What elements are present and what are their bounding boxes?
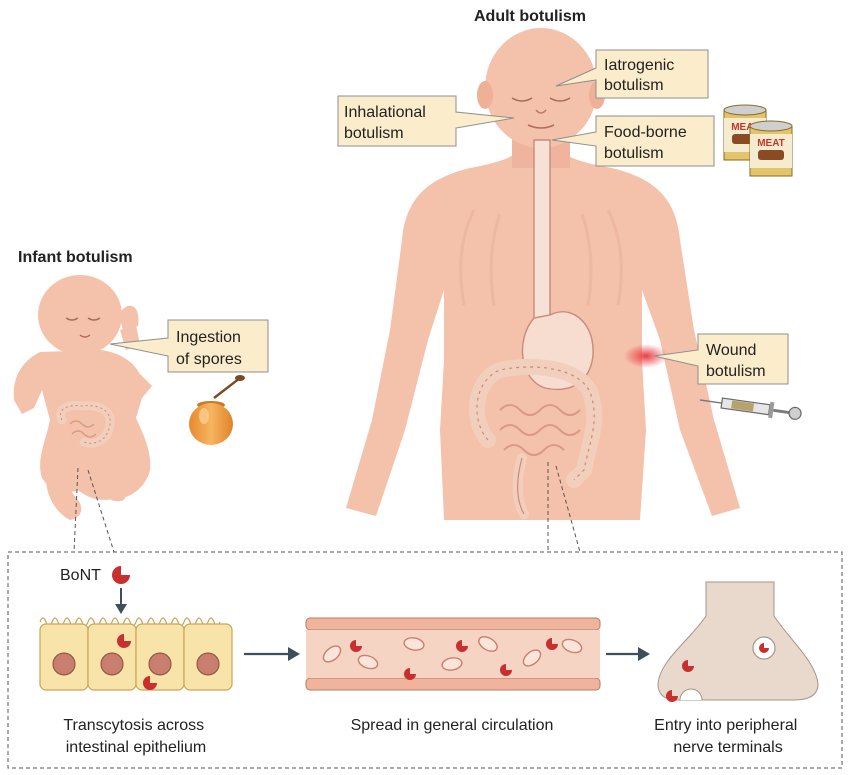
meat-can-icon: MEAT bbox=[749, 120, 793, 177]
callout-wound-line1: Wound bbox=[706, 342, 756, 359]
toxin-icon bbox=[759, 643, 769, 653]
arrow-down-icon bbox=[115, 588, 127, 614]
step-transcytosis-line2: intestinal epithelium bbox=[66, 739, 207, 756]
infant-small-intestine bbox=[69, 420, 97, 438]
callout-food-borne-line1: Food-borne bbox=[604, 124, 687, 141]
svg-text:Wound botulism: Wound botulism bbox=[706, 342, 766, 380]
intestinal-epithelium bbox=[39, 617, 233, 691]
callout-wound-line2: botulism bbox=[706, 363, 766, 380]
nerve-terminal bbox=[657, 581, 819, 702]
syringe-icon bbox=[699, 397, 802, 420]
callout-iatrogenic: Iatrogenic botulism bbox=[555, 49, 709, 99]
mechanism-panel bbox=[7, 551, 843, 769]
adult-head bbox=[485, 28, 597, 148]
infant-right-leg bbox=[102, 468, 140, 502]
callout-inhalational-line1: Inhalational bbox=[344, 104, 426, 121]
toxin-icon bbox=[666, 690, 678, 702]
adult-body bbox=[346, 28, 740, 520]
arrow-right-icon bbox=[244, 647, 300, 661]
adult-ribcage bbox=[459, 209, 623, 307]
adult-mouth bbox=[527, 124, 555, 129]
callout-wound: Wound botulism bbox=[653, 333, 789, 385]
adult-closed-eyes bbox=[511, 97, 571, 102]
small-intestine bbox=[499, 404, 581, 456]
toxin-icon bbox=[112, 566, 130, 584]
blood-vessel bbox=[305, 617, 601, 691]
adult-nose bbox=[535, 109, 547, 114]
callout-ingestion-line1: Ingestion bbox=[176, 329, 241, 346]
meat-can-label-back: MEAT bbox=[731, 122, 759, 133]
svg-text:Inhalational botulism: Inhalational botulism bbox=[344, 104, 430, 142]
toxin-icon bbox=[350, 638, 558, 680]
callout-food-borne-line2: botulism bbox=[604, 145, 664, 162]
infant-head bbox=[38, 275, 122, 355]
adult-botulism-heading: Adult botulism bbox=[474, 8, 586, 25]
svg-text:Food-borne botulism: Food-borne botulism bbox=[604, 124, 691, 162]
meat-can-label-front: MEAT bbox=[757, 138, 785, 149]
callout-ingestion-line2: of spores bbox=[176, 351, 242, 368]
toxin-icon bbox=[143, 676, 157, 690]
step-entry-line1: Entry into peripheral bbox=[654, 717, 797, 734]
svg-text:Ingestion of spores: Ingestion of spores bbox=[176, 329, 245, 368]
large-intestine-folds bbox=[476, 366, 595, 481]
rectum-outline bbox=[517, 457, 525, 515]
svg-text:Entry into peripheral nerv: Entry into peripheral nerve terminals bbox=[654, 717, 802, 756]
toxin-icon bbox=[682, 660, 694, 672]
callout-ingestion: Ingestion of spores bbox=[109, 319, 269, 373]
step-transcytosis-line1: Transcytosis across bbox=[63, 717, 204, 734]
adult-left-ear bbox=[477, 81, 493, 109]
svg-text:Iatrogenic botulism: Iatrogenic botulism bbox=[604, 57, 679, 94]
svg-text:Transcytosis across intest: Transcytosis across intestinal epitheliu… bbox=[63, 717, 208, 756]
wound-site bbox=[624, 344, 668, 368]
infant-closed-eyes bbox=[65, 317, 101, 321]
step-entry-line2: nerve terminals bbox=[673, 739, 782, 756]
infant-raised-hand bbox=[120, 305, 139, 332]
infant-intestine bbox=[56, 401, 115, 448]
toxin-icon bbox=[117, 634, 131, 648]
callout-food-borne: Food-borne botulism bbox=[551, 115, 715, 167]
callout-inhalational: Inhalational botulism bbox=[337, 95, 515, 147]
bont-label: BoNT bbox=[60, 567, 101, 584]
callout-inhalational-line2: botulism bbox=[344, 125, 404, 142]
zoom-connectors bbox=[73, 462, 581, 553]
step-circulation-label: Spread in general circulation bbox=[351, 717, 554, 734]
arrow-right-icon bbox=[606, 647, 650, 661]
honey-jar-icon bbox=[189, 375, 245, 445]
infant-left-leg bbox=[46, 465, 82, 520]
infant-mouth bbox=[79, 334, 91, 338]
callout-iatrogenic-line1: Iatrogenic bbox=[604, 57, 674, 74]
infant-botulism-heading: Infant botulism bbox=[18, 249, 133, 266]
callout-iatrogenic-line2: botulism bbox=[604, 77, 664, 94]
esophagus bbox=[533, 139, 551, 331]
infant-body bbox=[13, 275, 153, 520]
